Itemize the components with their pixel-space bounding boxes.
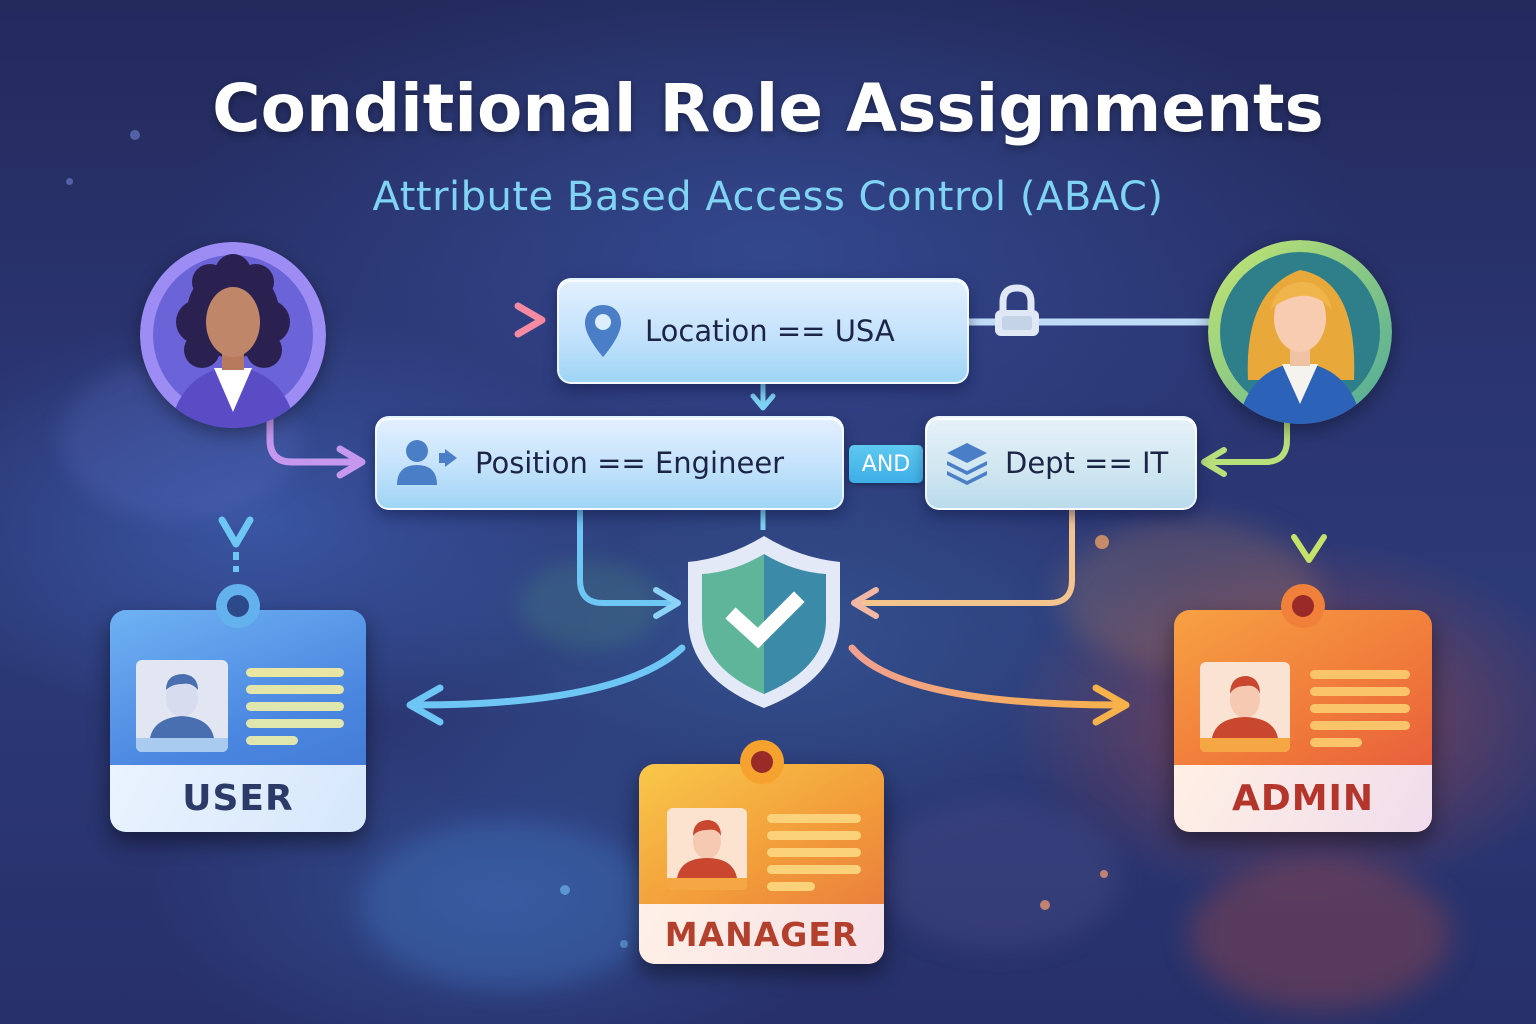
badge-clip-icon bbox=[216, 584, 260, 628]
layers-stack-icon bbox=[945, 441, 989, 485]
role-label-manager: MANAGER bbox=[664, 914, 859, 954]
condition-dept-label: Dept == IT bbox=[1005, 446, 1169, 480]
manager-photo-icon bbox=[667, 808, 747, 890]
shield-check-icon bbox=[680, 532, 848, 712]
lock-icon bbox=[986, 282, 1048, 344]
condition-position[interactable]: Position == Engineer bbox=[375, 416, 844, 510]
role-card-manager[interactable]: MANAGER bbox=[639, 740, 884, 964]
arrow-shield-to-admin bbox=[848, 644, 1124, 709]
person-avatar-left[interactable] bbox=[140, 242, 326, 428]
user-card-text-lines bbox=[246, 668, 344, 753]
page-subtitle: Attribute Based Access Control (ABAC) bbox=[372, 174, 1164, 220]
user-photo-icon bbox=[136, 660, 228, 752]
admin-photo-icon bbox=[1200, 662, 1290, 752]
admin-card-text-lines bbox=[1310, 670, 1410, 755]
person-curly-hair-icon bbox=[140, 242, 326, 428]
arrow-dept-to-shield bbox=[857, 502, 1075, 606]
arrow-person-to-dept bbox=[1207, 407, 1290, 465]
arrow-shield-to-user bbox=[411, 644, 686, 709]
and-operator-badge: AND bbox=[849, 445, 923, 483]
person-blonde-hair-icon bbox=[1208, 240, 1392, 424]
person-avatar-right[interactable] bbox=[1208, 240, 1392, 424]
arrow-position-to-shield bbox=[577, 502, 675, 606]
role-label-admin: ADMIN bbox=[1231, 778, 1375, 820]
condition-location-label: Location == USA bbox=[645, 314, 895, 348]
arrow-person-to-position bbox=[266, 406, 359, 466]
role-card-admin[interactable]: ADMIN bbox=[1174, 584, 1432, 832]
badge-clip-icon bbox=[739, 740, 784, 784]
map-pin-icon bbox=[583, 303, 623, 359]
role-card-user[interactable]: USER bbox=[110, 584, 366, 832]
page-title: Conditional Role Assignments bbox=[212, 70, 1324, 147]
user-arrow-icon bbox=[397, 439, 459, 487]
condition-dept[interactable]: Dept == IT bbox=[925, 416, 1197, 510]
condition-position-label: Position == Engineer bbox=[475, 446, 785, 480]
condition-location[interactable]: Location == USA bbox=[557, 278, 969, 384]
role-label-user: USER bbox=[182, 778, 294, 820]
manager-card-text-lines bbox=[767, 814, 861, 899]
badge-clip-icon bbox=[1281, 584, 1325, 628]
